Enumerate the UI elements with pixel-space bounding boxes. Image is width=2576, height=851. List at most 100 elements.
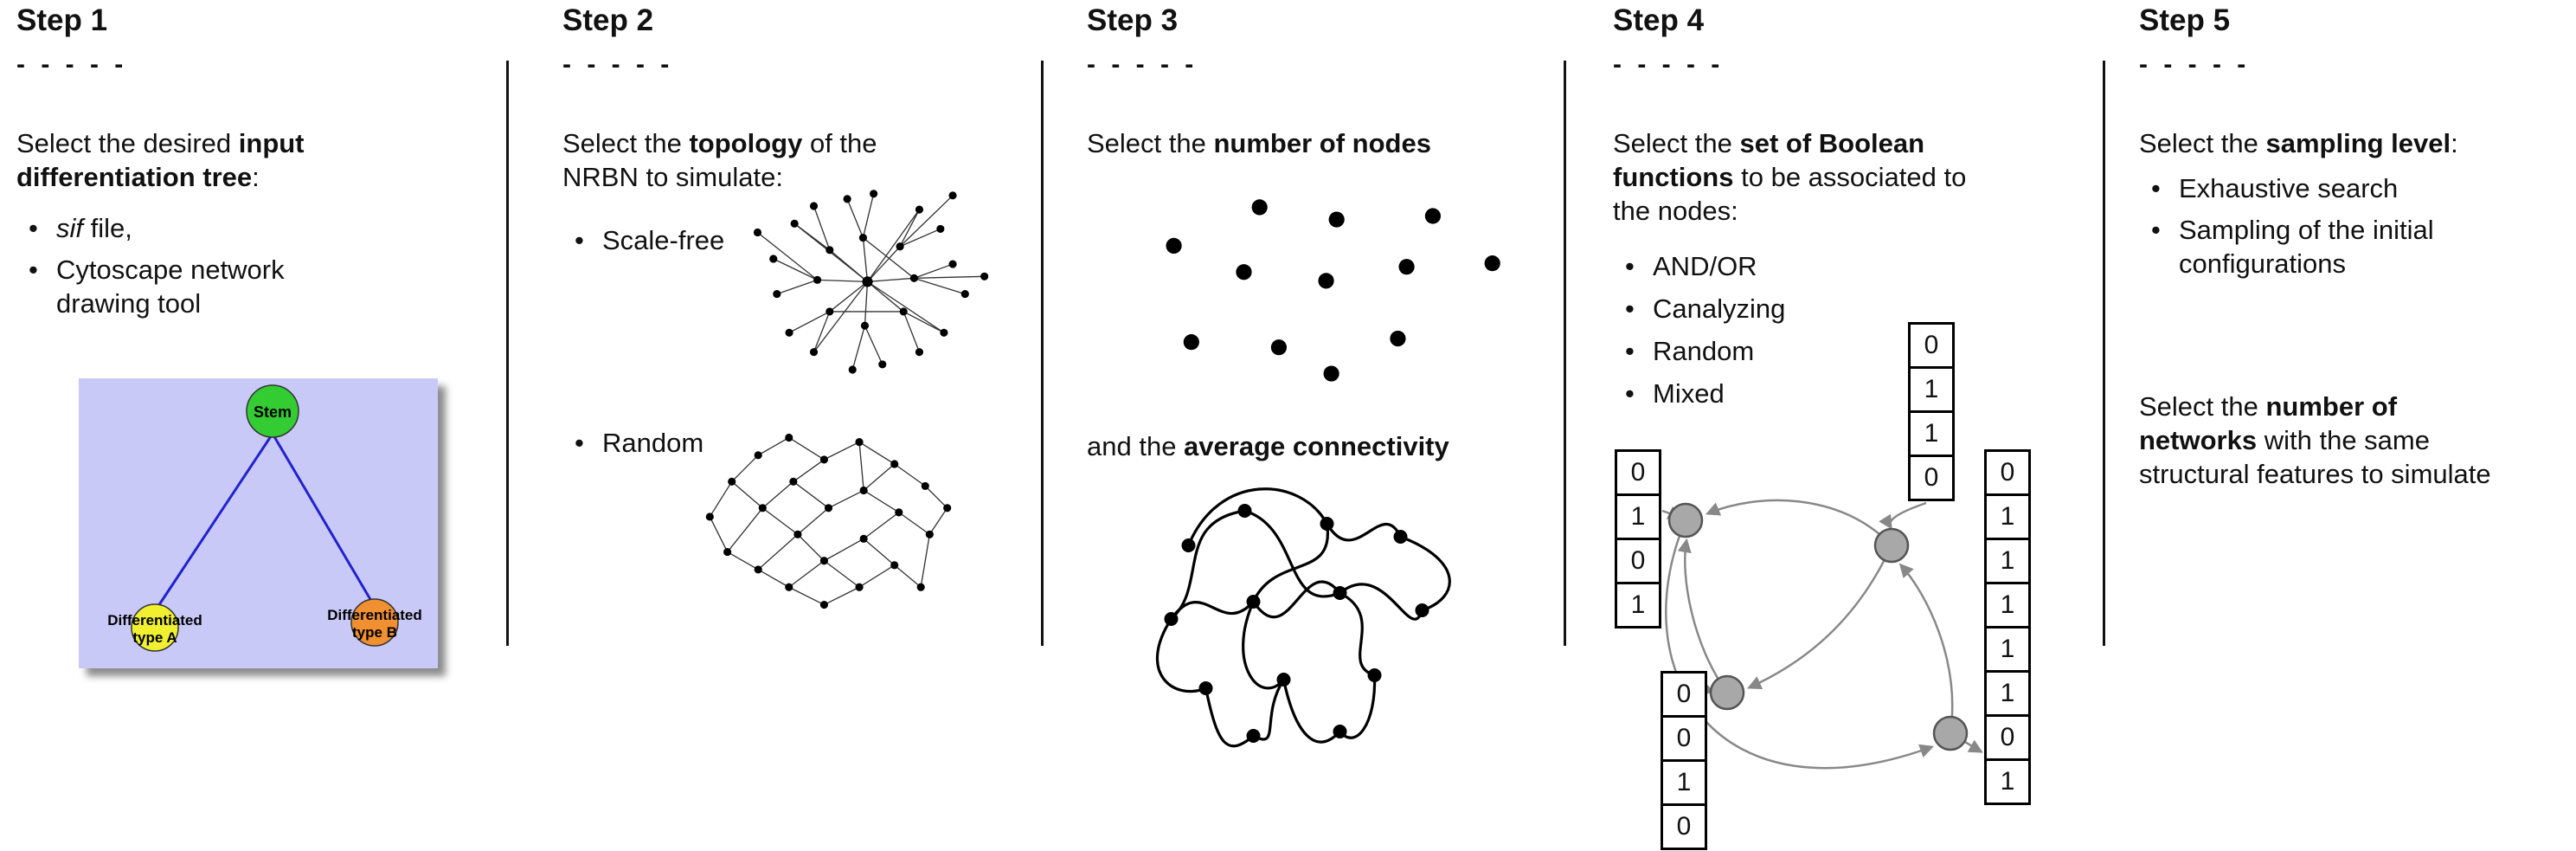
dots bbox=[1166, 199, 1500, 382]
truth-cell: 1 bbox=[1615, 582, 1661, 629]
truth-table-bottom: 0 0 1 0 bbox=[1661, 671, 1707, 850]
step3-line1-pre: Select the bbox=[1087, 128, 1214, 158]
step5-dashes: - - - - - bbox=[2139, 50, 2251, 79]
step4-intro-post: to be associated to the nodes: bbox=[1613, 162, 1967, 226]
truth-cell: 1 bbox=[1661, 759, 1707, 806]
step4-title: Step 4 bbox=[1613, 3, 1705, 37]
step4-intro-pre: Select the bbox=[1613, 128, 1740, 158]
truth-cell: 1 bbox=[1984, 493, 2031, 540]
step2-intro-post: of the NRBN to simulate: bbox=[562, 128, 877, 192]
column-divider-1 bbox=[506, 61, 509, 646]
bullet-sampling-initial: Sampling of the initial configurations bbox=[2139, 213, 2502, 280]
random-edges bbox=[709, 436, 948, 606]
step5-para2-line2: networks with the same bbox=[2139, 425, 2430, 455]
bullet-exhaustive-search: Exhaustive search bbox=[2139, 171, 2502, 205]
type-b-node bbox=[350, 598, 399, 647]
step4-bullets: AND/OR Canalyzing Random Mixed bbox=[1613, 249, 1976, 419]
step2-intro-pre: Select the bbox=[562, 128, 690, 158]
truth-cell: 1 bbox=[1908, 366, 1955, 413]
bullet-random: Random bbox=[1613, 334, 1976, 368]
step3-line1: Select the number of nodes bbox=[1087, 126, 1571, 160]
truth-cell: 0 bbox=[1661, 671, 1707, 718]
bullet-cytoscape: Cytoscape network drawing tool bbox=[16, 253, 345, 320]
scale-free-label: Scale-free bbox=[602, 225, 725, 255]
step4-intro-bold: set of Boolean functions bbox=[1613, 128, 1925, 192]
truth-table-left: 0 1 0 1 bbox=[1615, 449, 1661, 629]
truth-cell: 0 bbox=[1984, 714, 2031, 761]
boolean-network-edges bbox=[1661, 499, 1983, 770]
step2-bullet-scalefree: Scale-free bbox=[562, 223, 770, 265]
type-a-node bbox=[131, 603, 179, 652]
truth-cell: 0 bbox=[1661, 715, 1707, 762]
truth-cell: 1 bbox=[1984, 582, 2031, 629]
truth-cell: 0 bbox=[1615, 538, 1661, 584]
step3-line2: and the average connectivity bbox=[1087, 429, 1571, 463]
step2-bullet-random: Random bbox=[562, 426, 770, 467]
step5-intro: Select the sampling level: bbox=[2139, 126, 2554, 160]
step5-para2-line1: Select the number of bbox=[2139, 391, 2398, 422]
step1-intro-bold: input differentiation tree bbox=[16, 128, 305, 192]
type-a-label-line2: type A bbox=[132, 629, 177, 646]
step3-line2-bold: average connectivity bbox=[1184, 431, 1449, 461]
truth-cell: 1 bbox=[1984, 626, 2031, 673]
step4-column: Step 4 - - - - - Select the set of Boole… bbox=[1613, 0, 2097, 851]
step1-title: Step 1 bbox=[16, 3, 108, 37]
type-a-label-line1: Differentiated bbox=[107, 612, 202, 629]
connectivity-nodes bbox=[1164, 504, 1429, 743]
truth-cell: 0 bbox=[1908, 322, 1955, 369]
random-nodes bbox=[705, 433, 952, 609]
step3-line1-bold: number of nodes bbox=[1213, 128, 1431, 158]
stem-label: Stem bbox=[254, 403, 292, 421]
step1-intro: Select the desired input differentiation… bbox=[16, 126, 380, 194]
sif-italic: sif bbox=[56, 213, 83, 243]
step3-dashes: - - - - - bbox=[1087, 50, 1198, 79]
differentiation-tree-svg: Stem Differentiated type A Differentiate… bbox=[79, 378, 438, 668]
step2-intro-bold: topology bbox=[689, 128, 803, 158]
step5-paragraph2: Select the number of networks with the s… bbox=[2139, 390, 2563, 491]
step2-intro: Select the topology of the NRBN to simul… bbox=[562, 126, 935, 194]
boolean-network-nodes bbox=[1667, 502, 1969, 751]
type-b-label-line2: type B bbox=[352, 624, 397, 641]
column-divider-2 bbox=[1041, 61, 1044, 646]
truth-cell: 0 bbox=[1661, 803, 1707, 850]
boolean-network-figure: 0 1 0 1 0 1 1 0 0 0 1 0 0 1 1 1 bbox=[1613, 299, 2050, 851]
random-network-figure bbox=[705, 433, 952, 609]
tree-edges bbox=[157, 433, 373, 607]
truth-cell: 0 bbox=[1908, 455, 1955, 501]
truth-cell: 1 bbox=[1984, 758, 2031, 805]
truth-cell: 0 bbox=[1984, 449, 2031, 496]
step2-title: Step 2 bbox=[562, 3, 654, 37]
truth-cell: 1 bbox=[1984, 538, 2031, 584]
step5-title: Step 5 bbox=[2139, 3, 2231, 37]
step5-para2-line3: structural features to simulate bbox=[2139, 459, 2491, 489]
bullet-and-or: AND/OR bbox=[1613, 249, 1976, 283]
bullet-cytoscape-label: Cytoscape network drawing tool bbox=[56, 255, 285, 319]
scale-free-edges bbox=[757, 193, 985, 371]
step5-intro-pre: Select the bbox=[2139, 128, 2266, 158]
step5-bullets: Exhaustive search Sampling of the initia… bbox=[2139, 171, 2502, 288]
bullet-canalyzing: Canalyzing bbox=[1613, 292, 1976, 326]
truth-cell: 1 bbox=[1615, 493, 1661, 540]
step1-column: Step 1 - - - - - Select the desired inpu… bbox=[16, 0, 492, 851]
truth-cell: 0 bbox=[1615, 449, 1661, 496]
stem-node bbox=[246, 384, 299, 438]
step1-intro-pre: Select the desired bbox=[16, 128, 239, 158]
truth-cell: 1 bbox=[1984, 670, 2031, 717]
step1-dashes: - - - - - bbox=[16, 50, 128, 79]
column-divider-4 bbox=[2103, 61, 2105, 646]
scale-free-network-figure bbox=[753, 190, 989, 374]
bullet-mixed: Mixed bbox=[1613, 377, 1976, 410]
connectivity-edges bbox=[1155, 487, 1451, 748]
step3-column: Step 3 - - - - - Select the number of no… bbox=[1087, 0, 1558, 851]
step4-dashes: - - - - - bbox=[1613, 50, 1725, 79]
nodes-dots-figure bbox=[1166, 199, 1500, 382]
bullet-sif-file: sif file, bbox=[16, 211, 380, 245]
random-label: Random bbox=[602, 428, 704, 458]
truth-table-top: 0 1 1 0 bbox=[1908, 322, 1955, 501]
step5-column: Step 5 - - - - - Select the sampling lev… bbox=[2139, 0, 2567, 851]
step5-intro-bold: sampling level bbox=[2265, 128, 2451, 158]
step1-bullets: sif file, Cytoscape network drawing tool bbox=[16, 211, 380, 328]
truth-table-right: 0 1 1 1 1 1 0 1 bbox=[1984, 449, 2031, 805]
step3-line2-pre: and the bbox=[1087, 431, 1185, 461]
